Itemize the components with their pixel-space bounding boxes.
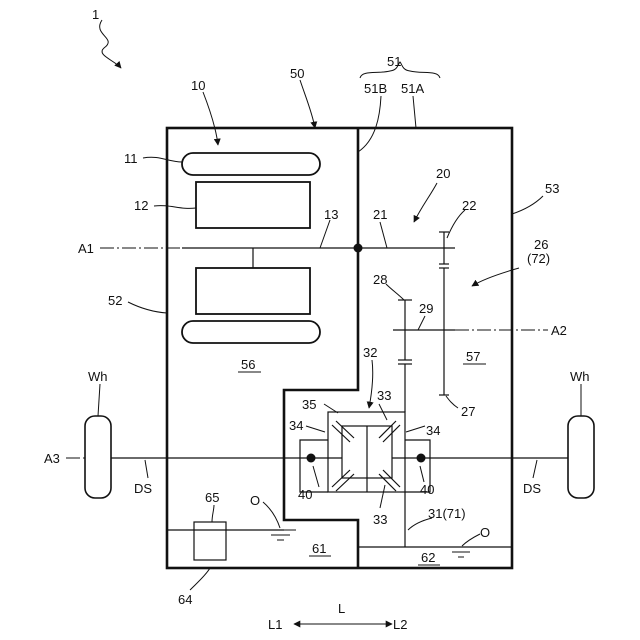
label-housing-left: 52: [108, 293, 122, 308]
label-wheel-right: Wh: [570, 369, 590, 384]
label-counter-group-sub: (72): [527, 251, 550, 266]
label-pinion-a: 33: [377, 388, 391, 403]
stator-coil-bottom: [182, 321, 320, 343]
leader-64: [190, 568, 210, 590]
leader-12: [154, 206, 196, 209]
leader-33b: [380, 485, 385, 508]
label-cover-a: 51A: [401, 81, 424, 96]
label-input-shaft: 21: [373, 207, 387, 222]
label-drive-shaft-left: DS: [134, 481, 152, 496]
label-drive-shaft-right: DS: [523, 481, 541, 496]
partition-wall: [284, 128, 358, 568]
label-strainer: 64: [178, 592, 192, 607]
leader-13: [320, 220, 330, 248]
label-counter-gear: 28: [373, 272, 387, 287]
leader-11: [143, 157, 182, 162]
label-housing-main: 50: [290, 66, 304, 81]
pinion-top-l: [332, 425, 350, 442]
leader-21: [380, 222, 387, 248]
leader-40l: [313, 466, 319, 487]
pinion-bot-l2: [336, 474, 354, 491]
label-counter-shaft: 29: [419, 301, 433, 316]
label-rotor-shaft: 13: [324, 207, 338, 222]
leader-65: [212, 505, 214, 522]
label-wheel-left: Wh: [88, 369, 108, 384]
label-oil-left: O: [250, 493, 260, 508]
leader-wh-left: [98, 384, 100, 416]
leader-ds-right: [533, 460, 537, 478]
label-axis-3: A3: [44, 451, 60, 466]
leader-51A: [413, 96, 416, 128]
wheel-right: [568, 416, 594, 498]
leader-O-right: [462, 534, 480, 546]
label-pinion-b: 33: [373, 512, 387, 527]
label-cover-group: 51: [387, 54, 401, 69]
pinion-top-l2: [336, 421, 354, 438]
leader-34l: [306, 426, 325, 432]
stator-coil-top: [182, 153, 320, 175]
label-axis-1: A1: [78, 241, 94, 256]
leader-50: [300, 80, 315, 128]
leader-27: [446, 396, 458, 408]
leader-32: [369, 360, 373, 408]
label-axis-2: A2: [551, 323, 567, 338]
label-side-gear-left: 34: [289, 418, 303, 433]
leader-53: [512, 196, 543, 214]
label-case: 35: [302, 397, 316, 412]
labels: 1 50 51 51B 51A 10 11 12 13 20 21 22 53 …: [44, 7, 590, 632]
label-ring-gear: 27: [461, 404, 475, 419]
label-side-gear-right: 34: [426, 423, 440, 438]
leader-51B: [358, 96, 381, 152]
label-reservoir-right: 62: [421, 550, 435, 565]
label-stator-coil: 11: [124, 151, 138, 166]
label-diff-unit: 32: [363, 345, 377, 360]
leader-28: [386, 284, 404, 300]
label-housing-right: 53: [545, 181, 559, 196]
label-bearing-right: 40: [420, 482, 434, 497]
label-cover-b: 51B: [364, 81, 387, 96]
label-chamber-gear: 57: [466, 349, 480, 364]
label-bearing-left: 40: [298, 487, 312, 502]
leader-ds-left: [145, 460, 148, 478]
pinion-top-r2: [379, 421, 396, 438]
label-reservoir-left: 61: [312, 541, 326, 556]
leader-40r: [420, 466, 424, 482]
leader-34r: [406, 426, 425, 432]
label-diff-shaft: 31(71): [428, 506, 466, 521]
leader-O-left: [263, 502, 280, 528]
stator-upper: [196, 182, 310, 228]
label-gear-train: 20: [436, 166, 450, 181]
label-oil-pump: 65: [205, 490, 219, 505]
label-input-gear: 22: [462, 198, 476, 213]
label-stator: 12: [134, 198, 148, 213]
pinion-bot-r2: [379, 474, 396, 491]
leader-10: [203, 92, 218, 145]
label-direction-right: L2: [393, 617, 407, 632]
label-direction: L: [338, 601, 345, 616]
label-fig-number: 1: [92, 7, 99, 22]
label-direction-left: L1: [268, 617, 282, 632]
label-chamber-motor: 56: [241, 357, 255, 372]
input-coupling-dot: [354, 244, 363, 253]
fig-arrow: [100, 20, 121, 68]
leader-20: [414, 183, 437, 222]
leader-22: [447, 210, 465, 238]
motor: [182, 153, 358, 343]
oil-pump: [194, 522, 226, 560]
label-counter-group: 26: [534, 237, 548, 252]
leader-lines: [98, 20, 581, 624]
label-oil-right: O: [480, 525, 490, 540]
differential: [300, 412, 430, 547]
wheel-left: [85, 416, 111, 498]
gear-train: [354, 232, 456, 412]
drive-shafts: [85, 416, 594, 498]
leader-52: [128, 302, 167, 313]
leader-29: [418, 316, 425, 330]
stator-lower: [196, 268, 310, 314]
label-motor: 10: [191, 78, 205, 93]
